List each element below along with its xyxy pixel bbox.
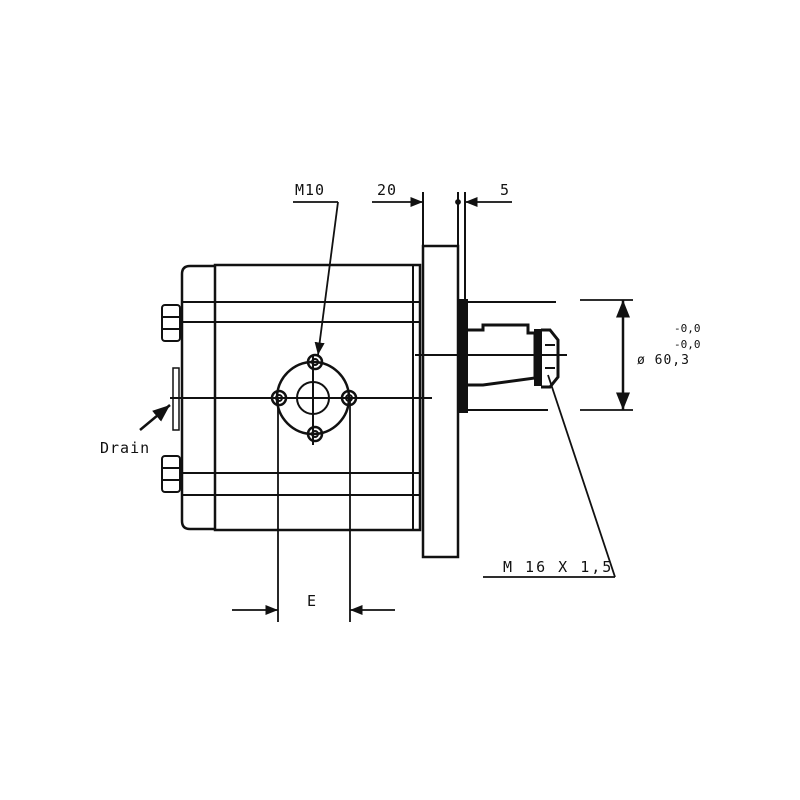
tolerance-lower: -0,0 — [674, 338, 701, 351]
dimensions — [139, 196, 633, 622]
side-bolts — [161, 304, 181, 493]
drain-label: Drain — [100, 439, 151, 457]
dim-20-label: 20 — [377, 181, 398, 199]
port — [170, 353, 432, 445]
thread-label: M 16 X 1,5 — [503, 558, 614, 576]
flange — [421, 192, 468, 559]
dim-5-label: 5 — [500, 181, 511, 199]
tolerance-upper: -0,0 — [674, 322, 701, 335]
diameter-label: ø 60,3 — [637, 353, 690, 368]
dim-e-label: E — [307, 592, 318, 610]
shaft — [415, 301, 567, 411]
m10-label: M10 — [295, 181, 326, 199]
